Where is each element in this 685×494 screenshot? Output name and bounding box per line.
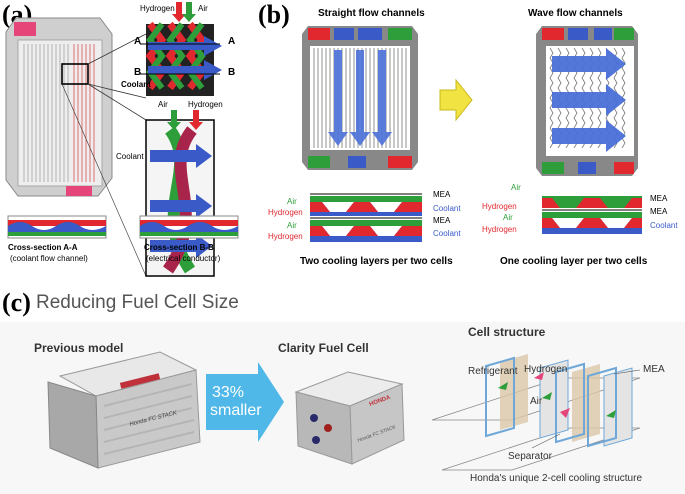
left-hydrogen-2-label: Hydrogen: [268, 232, 303, 241]
section-b-left-label: B: [134, 67, 142, 78]
left-coolant-2-label: Coolant: [433, 229, 461, 238]
section-a-left-label: A: [134, 36, 142, 47]
cross-section-b-title: Cross-section B-B: [144, 243, 214, 252]
right-layer-stack: [542, 196, 642, 234]
outlet-port: [66, 186, 92, 196]
transition-arrow-icon: [439, 78, 473, 122]
lower-air-label: Air: [158, 100, 168, 109]
percent-label: 33%: [212, 384, 245, 401]
left-coolant-1-label: Coolant: [433, 204, 461, 213]
air-label: Air: [198, 4, 208, 13]
cell-air-label: Air: [530, 396, 543, 407]
straight-flow-title: Straight flow channels: [318, 8, 425, 19]
previous-model-label: Previous model: [34, 341, 124, 355]
panel-c-label: (c): [2, 288, 31, 317]
panel-c-diagram: Honda FC STACK HONDA Honda FC STACK: [47, 351, 641, 471]
cell-structure-caption: Honda's unique 2-cell cooling structure: [470, 473, 643, 484]
separator-label: Separator: [508, 451, 552, 462]
right-mea-1-label: MEA: [650, 194, 668, 203]
cross-section-b-subtitle: (electrical conductor): [146, 254, 221, 263]
size-reduction-arrow-icon: [206, 362, 284, 442]
hydrogen-label: Hydrogen: [140, 4, 175, 13]
right-air-top-label: Air: [511, 183, 521, 192]
inlet-port: [14, 22, 36, 36]
cross-section-a-subtitle: (coolant flow channel): [10, 254, 88, 263]
right-hydrogen-1-label: Hydrogen: [482, 202, 517, 211]
cell-hydrogen-label: Hydrogen: [524, 364, 568, 375]
lower-hydrogen-label: Hydrogen: [188, 100, 223, 109]
smaller-label: smaller: [210, 402, 262, 419]
left-hydrogen-1-label: Hydrogen: [268, 208, 303, 217]
right-caption: One cooling layer per two cells: [500, 256, 648, 267]
cell-structure-label: Cell structure: [468, 325, 546, 339]
right-hydrogen-2-label: Hydrogen: [482, 225, 517, 234]
left-layer-stack: [310, 193, 422, 242]
panel-a-diagram: [5, 2, 239, 277]
left-mea-1-label: MEA: [433, 190, 451, 199]
wave-flow-title: Wave flow channels: [528, 8, 623, 19]
right-mea-2-label: MEA: [650, 207, 668, 216]
previous-stack-image: [47, 351, 201, 469]
cell-structure-diagram: [431, 354, 641, 471]
cross-section-a-title: Cross-section A-A: [8, 243, 78, 252]
panel-b-diagram: [302, 26, 642, 242]
left-caption: Two cooling layers per two cells: [300, 256, 453, 267]
panel-b-label: (b): [258, 0, 290, 29]
section-b-right-label: B: [228, 67, 236, 78]
section-a-right-label: A: [228, 36, 236, 47]
left-air-1-label: Air: [287, 197, 297, 206]
left-air-2-label: Air: [287, 221, 297, 230]
coolant-top-label: Coolant: [121, 80, 151, 89]
right-coolant-label: Coolant: [650, 221, 678, 230]
cell-mea-label: MEA: [643, 364, 665, 375]
clarity-fuel-cell-label: Clarity Fuel Cell: [278, 341, 369, 355]
panel-c-title: Reducing Fuel Cell Size: [36, 292, 239, 313]
hydrogen-arrow-icon: [172, 2, 186, 22]
refrigerant-label: Refrigerant: [468, 366, 518, 377]
air-arrow-icon: [182, 2, 196, 22]
left-mea-2-label: MEA: [433, 216, 451, 225]
lower-coolant-label: Coolant: [116, 152, 144, 161]
clarity-stack-image: [294, 371, 405, 465]
zoom-box: [61, 63, 89, 85]
right-air-2-label: Air: [503, 213, 513, 222]
